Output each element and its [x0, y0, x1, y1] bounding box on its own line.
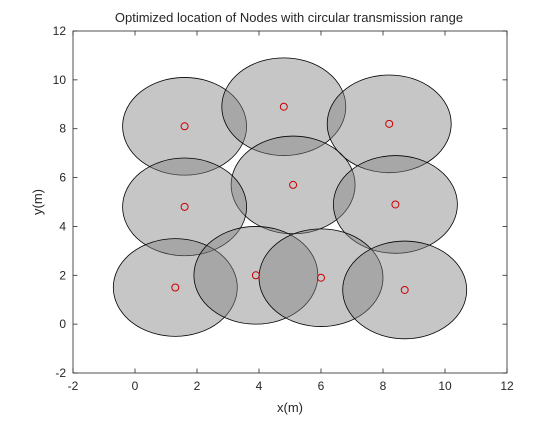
- transmission-range-5: [122, 157, 248, 257]
- x-tick-label: 10: [438, 379, 452, 393]
- y-tick-label: -2: [55, 366, 66, 380]
- x-tick-label: 4: [256, 379, 263, 393]
- x-axis-label: x(m): [277, 400, 303, 415]
- transmission-range-3: [326, 74, 452, 174]
- chart-title: Optimized location of Nodes with circula…: [115, 10, 463, 25]
- node-marker-5: [180, 202, 189, 211]
- plot-area: -2 0 2 4 6 8 10 12 -2 0 2 4 6 8 10 12: [53, 24, 514, 393]
- y-tick-label: 12: [53, 24, 67, 38]
- y-tick-label: 10: [53, 73, 67, 87]
- node-marker-2: [279, 102, 288, 111]
- transmission-range-1: [122, 77, 248, 176]
- node-marker-1: [180, 122, 189, 131]
- y-tick-label: 6: [59, 171, 66, 185]
- y-tick-label: 2: [59, 268, 66, 282]
- axes-frame: [72, 30, 508, 374]
- transmission-range-2: [221, 57, 347, 156]
- x-tick-label: 2: [194, 379, 201, 393]
- transmission-range-layer: [112, 57, 468, 340]
- transmission-range-10: [342, 240, 468, 340]
- y-tick-label: 8: [59, 122, 66, 136]
- x-tick-label: -2: [68, 379, 79, 393]
- y-tick-label: 4: [59, 219, 66, 233]
- x-tick-label: 0: [132, 379, 139, 393]
- node-marker-layer: [171, 102, 409, 294]
- y-axis-label: y(m): [30, 189, 45, 215]
- node-marker-9: [317, 273, 325, 282]
- x-tick-label: 12: [500, 379, 514, 393]
- transmission-range-6: [332, 155, 458, 254]
- tick-layer: -2 0 2 4 6 8 10 12 -2 0 2 4 6 8 10 12: [53, 24, 514, 393]
- x-tick-label: 6: [318, 379, 325, 393]
- transmission-range-7: [112, 238, 238, 337]
- node-marker-3: [385, 119, 394, 128]
- x-tick-label: 8: [380, 379, 387, 393]
- node-marker-10: [400, 285, 409, 294]
- node-marker-7: [171, 283, 180, 292]
- node-marker-6: [391, 200, 400, 209]
- node-marker-8: [251, 271, 260, 280]
- y-tick-label: 0: [59, 317, 66, 331]
- node-marker-4: [289, 180, 298, 189]
